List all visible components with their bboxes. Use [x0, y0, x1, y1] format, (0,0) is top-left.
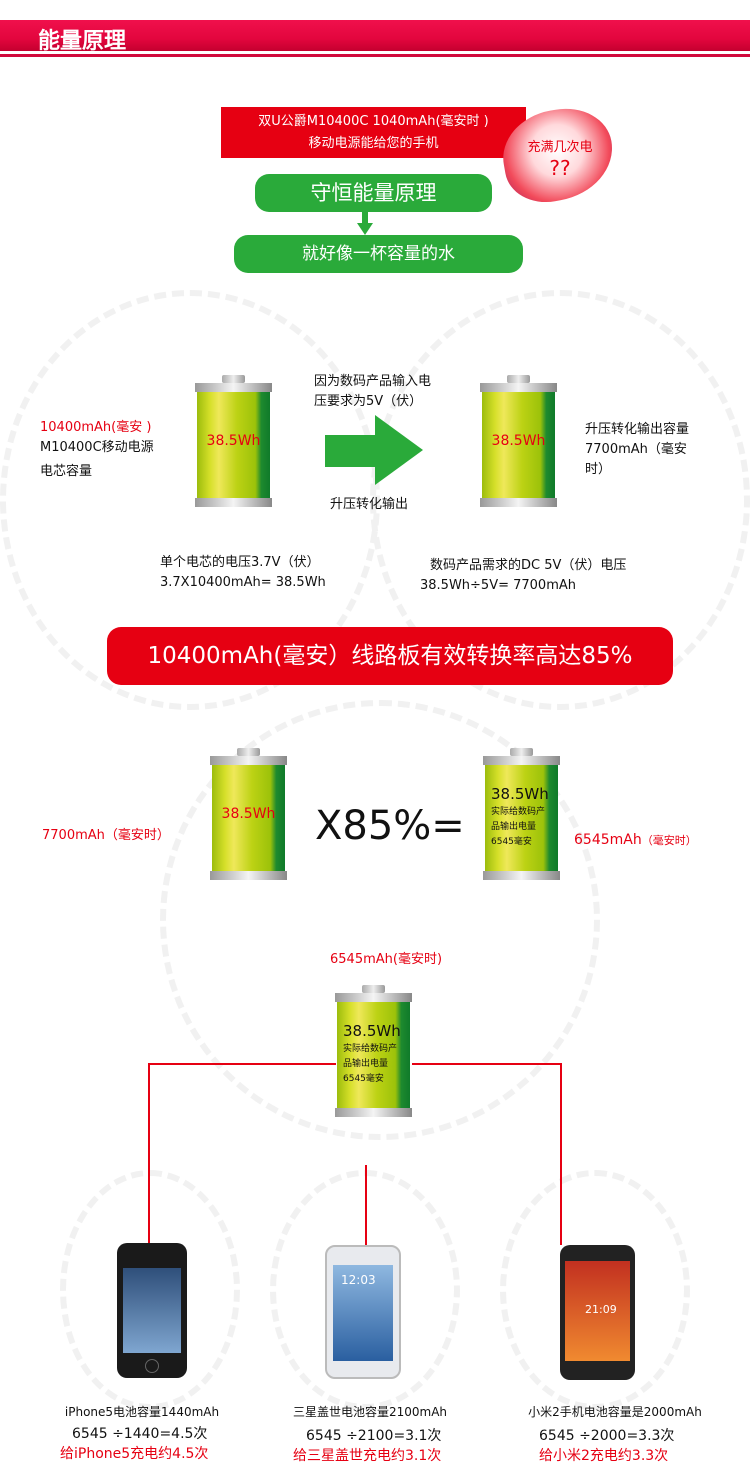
iphone5-image: [117, 1243, 187, 1378]
intro-box: 双U公爵M10400C 1040mAh(毫安时 ) 移动电源能给您的手机: [221, 107, 526, 158]
efficiency-operator: X85%=: [315, 803, 465, 849]
phone-result: 给iPhone5充电约4.5次: [60, 1446, 209, 1462]
phone-result-xiaomi: 小米2手机电池容量是2000mAh 6545 ÷2000=3.3次 给小米2充电…: [505, 1403, 725, 1465]
result-line2: 品输出电量: [491, 822, 537, 832]
connector-line: [148, 1063, 150, 1245]
principle-title: 守恒能量原理: [255, 174, 492, 212]
result-wh: 38.5Wh: [343, 1022, 401, 1040]
phone-result: 给小米2充电约3.3次: [539, 1448, 669, 1464]
samsung-galaxy-image: 12:03: [325, 1245, 401, 1379]
section-header: 能量原理: [0, 20, 750, 54]
battery-label: 38.5Wh: [206, 433, 261, 449]
result-line3: 6545毫安: [343, 1074, 384, 1084]
battery-label: 38.5Wh: [491, 433, 546, 449]
battery: 38.5Wh: [480, 375, 557, 507]
result-wh: 38.5Wh: [491, 785, 549, 803]
principle-subtitle: 就好像一杯容量的水: [234, 235, 523, 273]
phone-result-samsung: 三星盖世电池容量2100mAh 6545 ÷2100=3.1次 给三星盖世充电约…: [260, 1403, 480, 1465]
arrow-down-icon: [357, 212, 373, 235]
xiaomi2-image: 21:09: [560, 1245, 635, 1380]
connector-line: [412, 1063, 562, 1065]
phone-calc: 6545 ÷2000=3.3次: [539, 1428, 675, 1444]
phone-name: 三星盖世电池容量2100mAh: [292, 1405, 448, 1419]
bubble-text: 充满几次电: [527, 140, 593, 155]
result-battery: 38.5Wh 实际给数码产品输出电量 6545毫安: [483, 748, 560, 880]
phone-result: 给三星盖世充电约3.1次: [293, 1448, 442, 1464]
decor-circle: [500, 1170, 690, 1410]
cell-capacity-label: 电芯容量: [40, 464, 93, 479]
arrow-right-icon: [325, 415, 423, 485]
arrow-top-line1: 因为数码产品输入电: [314, 374, 432, 389]
model-label: M10400C移动电源: [40, 440, 154, 455]
formula-left-line1: 单个电芯的电压3.7V（伏）: [160, 555, 320, 570]
formula-left-line2: 3.7X10400mAh= 38.5Wh: [160, 575, 326, 590]
phone-name: 小米2手机电池容量是2000mAh: [528, 1405, 702, 1419]
bubble-question-marks: ??: [549, 156, 571, 180]
result-line1: 实际给数码产: [343, 1044, 398, 1054]
arrow-bottom-text: 升压转化输出: [330, 497, 409, 512]
phone-result-iphone: iPhone5电池容量1440mAh 6545 ÷1440=4.5次 给iPho…: [32, 1403, 252, 1463]
battery: 38.5Wh: [195, 375, 272, 507]
screen-time: 21:09: [585, 1303, 617, 1316]
output-capacity-label: 升压转化输出容量 7700mAh（毫安时）: [585, 420, 689, 480]
arrow-top-line2: 压要求为5V（伏）: [314, 394, 423, 409]
formula-right-line2: 38.5Wh÷5V= 7700mAh: [420, 578, 576, 593]
formula-left: 单个电芯的电压3.7V（伏） 3.7X10400mAh= 38.5Wh: [160, 553, 326, 593]
capacity-mah: 10400mAh(毫安 ): [40, 420, 152, 435]
source-capacity-label: 10400mAh(毫安 ) M10400C移动电源 电芯容量: [40, 418, 154, 482]
result-line2: 品输出电量: [343, 1059, 389, 1069]
arrow-top-text: 因为数码产品输入电压要求为5V（伏）: [314, 372, 431, 412]
decor-circle: [160, 700, 600, 1140]
intro-line2: 移动电源能给您的手机: [308, 136, 439, 151]
output-unit: （毫安时）: [641, 834, 697, 847]
formula-right: 数码产品需求的DC 5V（伏）电压 38.5Wh÷5V= 7700mAh: [420, 556, 626, 596]
result-battery: 38.5Wh 实际给数码产品输出电量 6545毫安: [335, 985, 412, 1117]
decor-circle: [370, 290, 750, 710]
phone-calc: 6545 ÷1440=4.5次: [72, 1426, 208, 1442]
phone-calc: 6545 ÷2100=3.1次: [306, 1428, 442, 1444]
output-label-line3: 时）: [585, 462, 612, 477]
phone-name: iPhone5电池容量1440mAh: [64, 1405, 220, 1419]
output-capacity: 6545mAh（毫安时）: [574, 832, 697, 848]
battery-label: 38.5Wh: [221, 806, 276, 822]
battery: 38.5Wh: [210, 748, 287, 880]
output-mah: 6545mAh: [574, 832, 642, 848]
formula-right-line1: 数码产品需求的DC 5V（伏）电压: [430, 558, 627, 573]
total-output-label: 6545mAh(毫安时): [330, 952, 443, 967]
connector-line: [560, 1063, 562, 1245]
input-capacity-label: 7700mAh（毫安时）: [42, 828, 170, 843]
result-line1: 实际给数码产: [491, 807, 546, 817]
result-line3: 6545毫安: [491, 837, 532, 847]
section-title: 能量原理: [38, 29, 127, 54]
screen-time: 12:03: [341, 1273, 376, 1287]
output-label-line1: 升压转化输出容量: [585, 422, 690, 437]
intro-line1: 双U公爵M10400C 1040mAh(毫安时 ): [258, 114, 489, 129]
efficiency-banner: 10400mAh(毫安）线路板有效转换率高达85%: [107, 627, 673, 685]
decor-circle: [60, 1170, 240, 1410]
connector-line: [365, 1165, 367, 1245]
connector-line: [148, 1063, 336, 1065]
output-label-line2: 7700mAh（毫安: [585, 442, 687, 457]
